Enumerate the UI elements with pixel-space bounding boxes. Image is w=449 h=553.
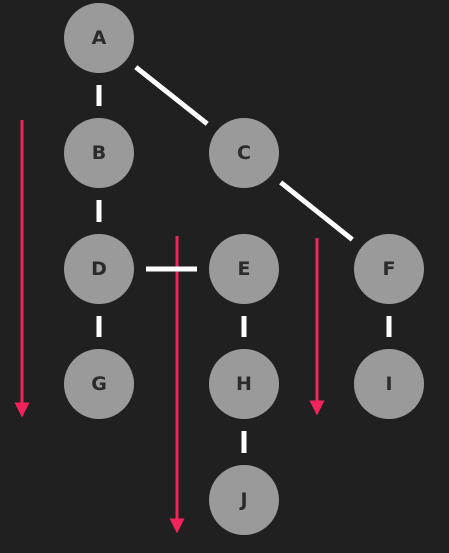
node-i-circle <box>354 349 424 419</box>
traversal-arrows <box>14 120 325 534</box>
node-g: G <box>64 349 134 419</box>
node-c-label: C <box>237 142 251 164</box>
node-g-circle <box>64 349 134 419</box>
node-i: I <box>354 349 424 419</box>
node-f-label: F <box>383 258 396 280</box>
node-j: J <box>209 465 279 535</box>
tree-edges <box>96 65 392 453</box>
node-b-label: B <box>92 142 106 164</box>
node-a-circle <box>64 3 134 73</box>
node-d-circle <box>64 234 134 304</box>
node-a-label: A <box>92 27 107 49</box>
node-e-label: E <box>238 258 251 280</box>
node-f-circle <box>354 234 424 304</box>
node-h: H <box>209 349 279 419</box>
edge-a-c <box>134 65 209 126</box>
node-b: B <box>64 118 134 188</box>
node-e: E <box>209 234 279 304</box>
tree-nodes: A B C D E F G H <box>64 3 424 535</box>
node-a: A <box>64 3 134 73</box>
node-h-label: H <box>236 373 252 395</box>
node-g-label: G <box>91 373 107 395</box>
node-i-label: I <box>385 373 392 395</box>
node-f: F <box>354 234 424 304</box>
edge-c-f <box>279 180 354 242</box>
node-j-circle <box>209 465 279 535</box>
node-b-circle <box>64 118 134 188</box>
node-d-label: D <box>91 258 107 280</box>
node-d: D <box>64 234 134 304</box>
node-j-label: J <box>238 489 247 511</box>
node-h-circle <box>209 349 279 419</box>
node-e-circle <box>209 234 279 304</box>
node-c: C <box>209 118 279 188</box>
node-c-circle <box>209 118 279 188</box>
